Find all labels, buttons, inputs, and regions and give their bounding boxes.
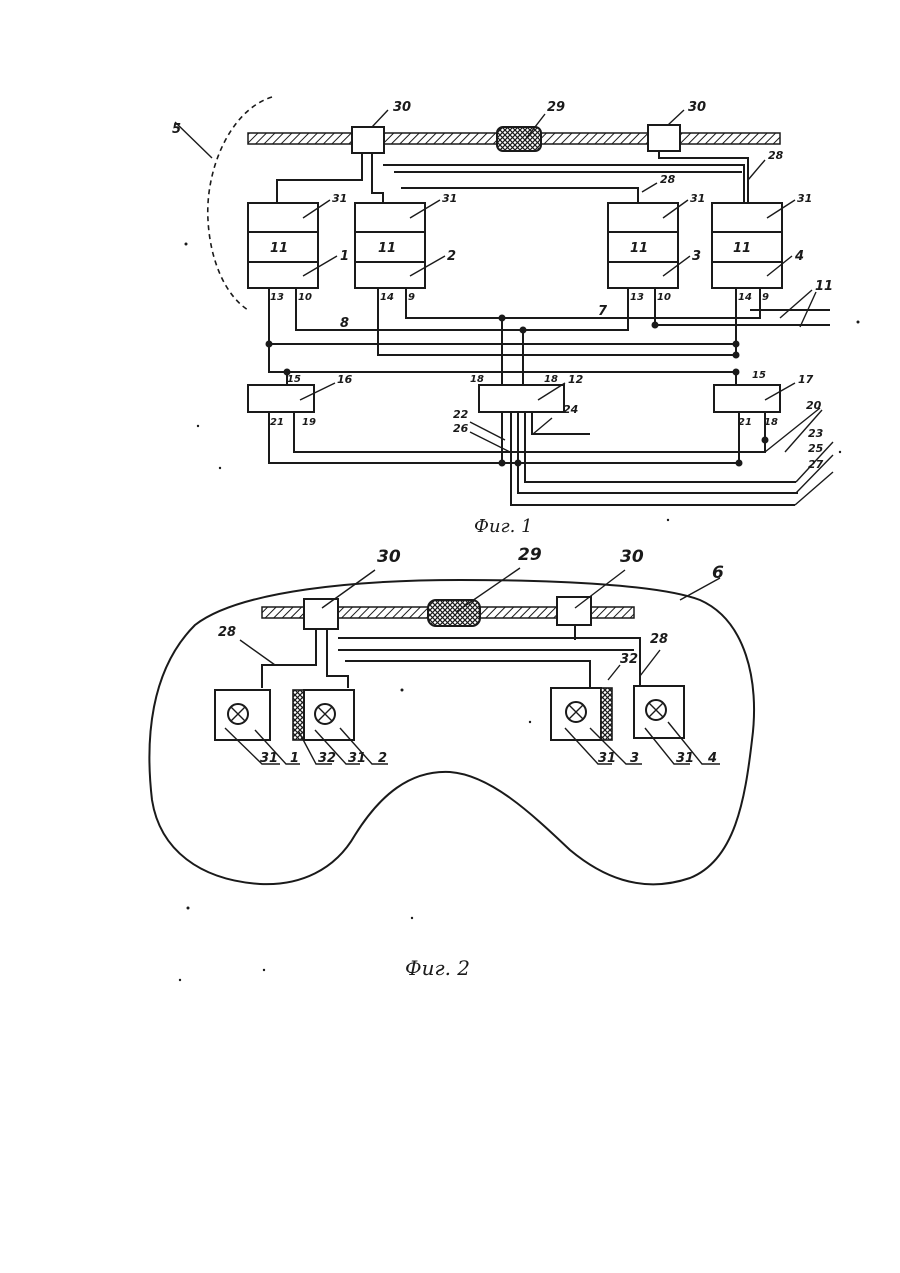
label-5: 5 <box>172 122 181 137</box>
label-30-right-fig2: 30 <box>620 547 644 567</box>
label-31-b-fig2: 31 <box>348 751 366 766</box>
label-7: 7 <box>598 304 608 319</box>
pin-9-a: 9 <box>408 292 415 303</box>
label-32-top-fig2: 32 <box>620 652 638 667</box>
unit-3-fig2 <box>551 688 612 740</box>
label-2-fig2: 2 <box>378 751 387 766</box>
label-unit-4: 4 <box>794 249 804 264</box>
label-31-4: 31 <box>797 192 812 205</box>
label-11: 11 <box>815 279 833 294</box>
label-3-fig2: 3 <box>630 751 639 766</box>
sensor-30-left <box>352 127 384 153</box>
label-29-fig2: 29 <box>518 545 542 565</box>
label-12: 12 <box>568 373 584 386</box>
pin-18-c: 18 <box>764 417 778 428</box>
pin-13-b: 13 <box>630 292 644 303</box>
label-22: 22 <box>453 408 469 421</box>
pin-14-b: 14 <box>738 292 752 303</box>
label-23: 23 <box>808 427 824 440</box>
pin-21-b: 21 <box>738 417 752 428</box>
pin-18-b: 18 <box>544 374 558 385</box>
label-30-left: 30 <box>393 100 411 115</box>
label-31-2: 31 <box>442 192 457 205</box>
label-27: 27 <box>808 458 824 471</box>
mark-11-unit-1: 11 <box>270 241 288 256</box>
damper-32-right <box>601 688 612 740</box>
label-4-fig2: 4 <box>707 751 717 766</box>
label-17: 17 <box>798 373 814 386</box>
label-16: 16 <box>337 373 353 386</box>
pin-10-b: 10 <box>657 292 671 303</box>
label-30-right: 30 <box>688 100 706 115</box>
mark-11-unit-2: 11 <box>378 241 396 256</box>
pin-18-a: 18 <box>470 374 484 385</box>
coupling-29-fig2 <box>428 600 480 626</box>
label-28-inner: 28 <box>660 173 676 186</box>
label-32-bottom-fig2: 32 <box>318 751 336 766</box>
pin-21-a: 21 <box>270 417 284 428</box>
sensor-30-left-fig2 <box>304 599 338 629</box>
figure-2 <box>149 568 754 884</box>
label-unit-2: 2 <box>447 249 456 264</box>
caption-fig-2: Фиг. 2 <box>405 956 470 980</box>
label-30-left-fig2: 30 <box>377 547 401 567</box>
label-29: 29 <box>547 100 565 115</box>
mark-11-unit-3: 11 <box>630 241 648 256</box>
block-17 <box>714 385 780 412</box>
label-28-right-fig2: 28 <box>650 632 668 647</box>
label-24: 24 <box>563 403 578 416</box>
pin-9-b: 9 <box>762 292 769 303</box>
pin-14-a: 14 <box>380 292 394 303</box>
label-31-3: 31 <box>690 192 705 205</box>
label-6: 6 <box>712 563 724 583</box>
coupling-29 <box>497 127 541 151</box>
pin-19: 19 <box>302 417 316 428</box>
label-25: 25 <box>808 442 824 455</box>
label-31-d-fig2: 31 <box>676 751 694 766</box>
caption-fig-1: Фиг. 1 <box>474 516 533 537</box>
label-26: 26 <box>453 422 469 435</box>
label-28-right: 28 <box>768 149 784 162</box>
label-20: 20 <box>806 399 822 412</box>
unit-1-fig2 <box>215 690 270 740</box>
pin-13-a: 13 <box>270 292 284 303</box>
label-28-left-fig2: 28 <box>218 625 236 640</box>
mark-11-unit-4: 11 <box>733 241 751 256</box>
label-31-c-fig2: 31 <box>598 751 616 766</box>
pin-15-a: 15 <box>287 374 301 385</box>
pin-15-b: 15 <box>752 370 766 381</box>
sensor-30-right-fig2 <box>557 597 591 625</box>
pin-10-a: 10 <box>298 292 312 303</box>
label-unit-3: 3 <box>692 249 701 264</box>
label-8: 8 <box>340 316 349 331</box>
label-unit-1: 1 <box>340 249 349 264</box>
label-31-1: 31 <box>332 192 347 205</box>
label-31-a-fig2: 31 <box>260 751 278 766</box>
block-12 <box>479 385 564 412</box>
label-1-fig2: 1 <box>290 751 299 766</box>
sensor-30-right <box>648 125 680 151</box>
unit-4-fig2 <box>634 686 684 738</box>
